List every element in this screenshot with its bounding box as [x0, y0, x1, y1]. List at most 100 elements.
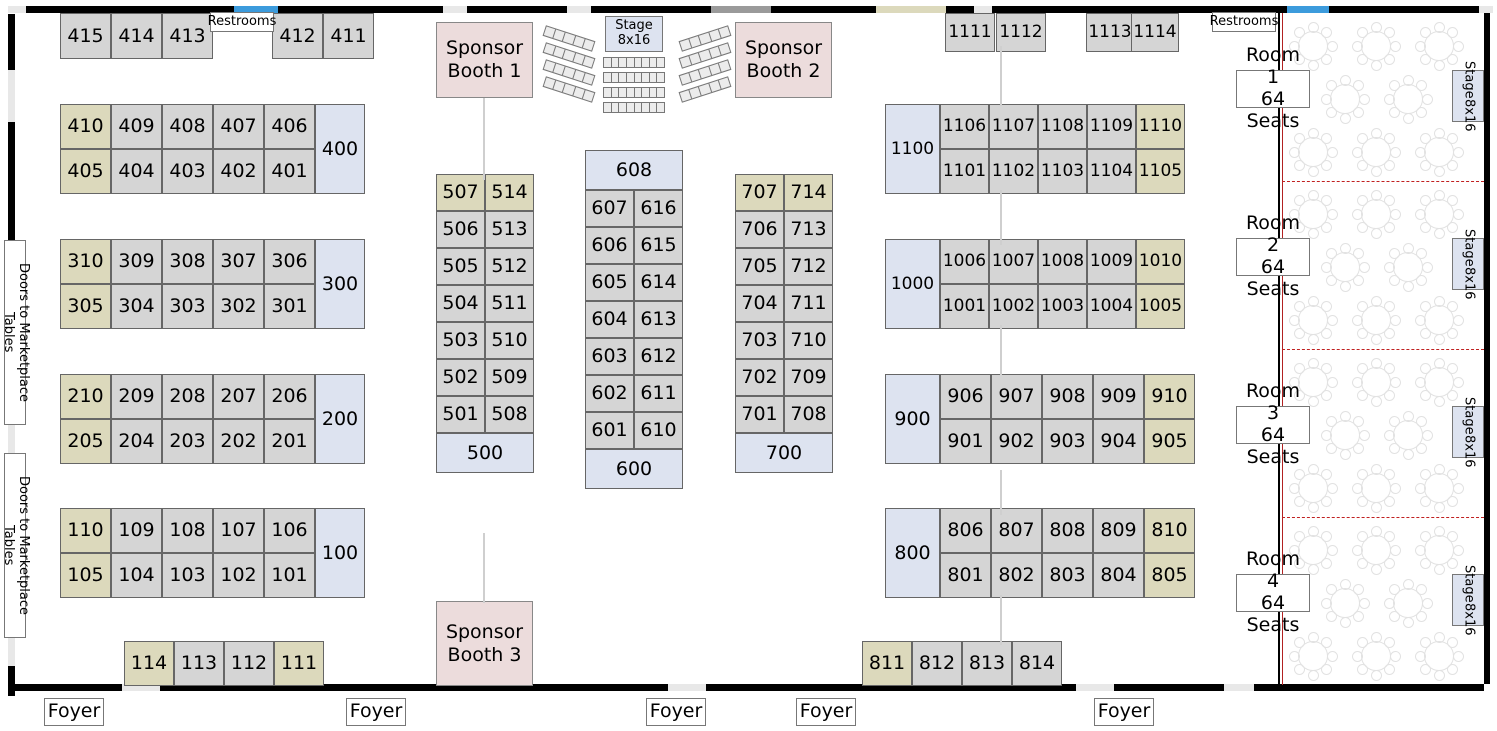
booth-303[interactable]: 303 [162, 284, 213, 329]
booth-809[interactable]: 809 [1093, 508, 1144, 553]
booth-514[interactable]: 514 [485, 174, 534, 211]
booth-1103[interactable]: 1103 [1038, 149, 1087, 194]
booth-712[interactable]: 712 [784, 248, 833, 285]
booth-108[interactable]: 108 [162, 508, 213, 553]
endcap-booth-1100[interactable]: 1100 [885, 104, 940, 194]
booth-308[interactable]: 308 [162, 239, 213, 284]
booth-1009[interactable]: 1009 [1087, 239, 1136, 284]
booth-708[interactable]: 708 [784, 396, 833, 433]
booth-803[interactable]: 803 [1042, 553, 1093, 598]
booth-908[interactable]: 908 [1042, 374, 1093, 419]
booth-309[interactable]: 309 [111, 239, 162, 284]
booth-903[interactable]: 903 [1042, 419, 1093, 464]
booth-610[interactable]: 610 [634, 412, 683, 449]
booth-106[interactable]: 106 [264, 508, 315, 553]
booth-801[interactable]: 801 [940, 553, 991, 598]
booth-701[interactable]: 701 [735, 396, 784, 433]
booth-109[interactable]: 109 [111, 508, 162, 553]
booth-105[interactable]: 105 [60, 553, 111, 598]
booth-114[interactable]: 114 [124, 641, 174, 686]
sponsor-booth-1[interactable]: Sponsor Booth 1 [436, 22, 533, 98]
booth-409[interactable]: 409 [111, 104, 162, 149]
booth-501[interactable]: 501 [436, 396, 485, 433]
booth-1114[interactable]: 1114 [1131, 13, 1179, 52]
booth-310[interactable]: 310 [60, 239, 111, 284]
booth-208[interactable]: 208 [162, 374, 213, 419]
booth-705[interactable]: 705 [735, 248, 784, 285]
booth-301[interactable]: 301 [264, 284, 315, 329]
booth-513[interactable]: 513 [485, 211, 534, 248]
booth-814[interactable]: 814 [1012, 641, 1062, 686]
booth-209[interactable]: 209 [111, 374, 162, 419]
booth-904[interactable]: 904 [1093, 419, 1144, 464]
booth-1003[interactable]: 1003 [1038, 284, 1087, 329]
booth-104[interactable]: 104 [111, 553, 162, 598]
booth-1102[interactable]: 1102 [989, 149, 1038, 194]
booth-410[interactable]: 410 [60, 104, 111, 149]
sponsor-booth-3[interactable]: Sponsor Booth 3 [436, 601, 533, 686]
booth-605[interactable]: 605 [585, 264, 634, 301]
booth-304[interactable]: 304 [111, 284, 162, 329]
booth-1007[interactable]: 1007 [989, 239, 1038, 284]
booth-704[interactable]: 704 [735, 285, 784, 322]
booth-1108[interactable]: 1108 [1038, 104, 1087, 149]
booth-1005[interactable]: 1005 [1136, 284, 1185, 329]
booth-1107[interactable]: 1107 [989, 104, 1038, 149]
booth-415[interactable]: 415 [60, 13, 111, 59]
booth-413[interactable]: 413 [162, 13, 213, 59]
booth-112[interactable]: 112 [224, 641, 274, 686]
booth-505[interactable]: 505 [436, 248, 485, 285]
sponsor-booth-2[interactable]: Sponsor Booth 2 [735, 22, 832, 98]
booth-710[interactable]: 710 [784, 322, 833, 359]
endcap-booth-200[interactable]: 200 [315, 374, 365, 464]
booth-502[interactable]: 502 [436, 359, 485, 396]
booth-412[interactable]: 412 [272, 13, 323, 59]
booth-506[interactable]: 506 [436, 211, 485, 248]
booth-306[interactable]: 306 [264, 239, 315, 284]
endcap-booth-608[interactable]: 608 [585, 150, 683, 190]
booth-707[interactable]: 707 [735, 174, 784, 211]
booth-402[interactable]: 402 [213, 149, 264, 194]
booth-509[interactable]: 509 [485, 359, 534, 396]
booth-1111[interactable]: 1111 [945, 13, 995, 52]
booth-603[interactable]: 603 [585, 338, 634, 375]
booth-202[interactable]: 202 [213, 419, 264, 464]
booth-512[interactable]: 512 [485, 248, 534, 285]
booth-307[interactable]: 307 [213, 239, 264, 284]
booth-204[interactable]: 204 [111, 419, 162, 464]
booth-606[interactable]: 606 [585, 227, 634, 264]
booth-702[interactable]: 702 [735, 359, 784, 396]
booth-714[interactable]: 714 [784, 174, 833, 211]
booth-407[interactable]: 407 [213, 104, 264, 149]
booth-210[interactable]: 210 [60, 374, 111, 419]
endcap-booth-1000[interactable]: 1000 [885, 239, 940, 329]
booth-1113[interactable]: 1113 [1086, 13, 1134, 52]
booth-305[interactable]: 305 [60, 284, 111, 329]
booth-602[interactable]: 602 [585, 375, 634, 412]
booth-101[interactable]: 101 [264, 553, 315, 598]
booth-405[interactable]: 405 [60, 149, 111, 194]
booth-414[interactable]: 414 [111, 13, 162, 59]
booth-1101[interactable]: 1101 [940, 149, 989, 194]
booth-302[interactable]: 302 [213, 284, 264, 329]
booth-1002[interactable]: 1002 [989, 284, 1038, 329]
endcap-booth-800[interactable]: 800 [885, 508, 940, 598]
endcap-booth-500[interactable]: 500 [436, 433, 534, 473]
booth-1106[interactable]: 1106 [940, 104, 989, 149]
booth-604[interactable]: 604 [585, 301, 634, 338]
endcap-booth-600[interactable]: 600 [585, 449, 683, 489]
booth-906[interactable]: 906 [940, 374, 991, 419]
booth-902[interactable]: 902 [991, 419, 1042, 464]
endcap-booth-100[interactable]: 100 [315, 508, 365, 598]
booth-1112[interactable]: 1112 [996, 13, 1046, 52]
booth-511[interactable]: 511 [485, 285, 534, 322]
booth-804[interactable]: 804 [1093, 553, 1144, 598]
booth-808[interactable]: 808 [1042, 508, 1093, 553]
booth-110[interactable]: 110 [60, 508, 111, 553]
booth-1004[interactable]: 1004 [1087, 284, 1136, 329]
booth-905[interactable]: 905 [1144, 419, 1195, 464]
booth-910[interactable]: 910 [1144, 374, 1195, 419]
booth-404[interactable]: 404 [111, 149, 162, 194]
booth-909[interactable]: 909 [1093, 374, 1144, 419]
booth-611[interactable]: 611 [634, 375, 683, 412]
